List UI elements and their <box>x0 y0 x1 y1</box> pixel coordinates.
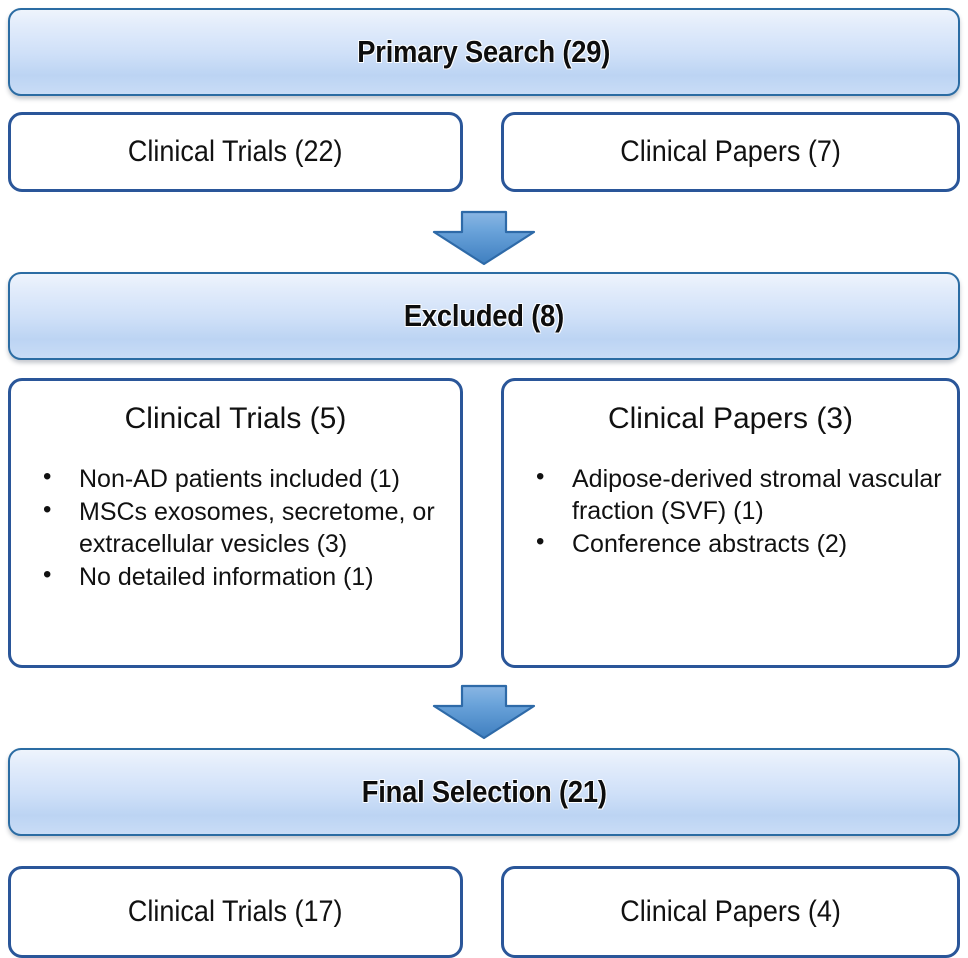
banner-excluded: Excluded (8) <box>8 272 960 360</box>
arrow-excluded-to-final-icon <box>431 684 537 740</box>
banner-final-selection: Final Selection (21) <box>8 748 960 836</box>
banner-primary-search-label: Primary Search (29) <box>357 34 611 69</box>
box-excluded-clinical-papers: Clinical Papers (3) Adipose-derived stro… <box>501 378 960 668</box>
list-item: Non-AD patients included (1) <box>23 462 460 495</box>
arrow-primary-to-excluded-icon <box>431 210 537 266</box>
list-item: Conference abstracts (2) <box>516 527 957 560</box>
box-primary-clinical-trials-label: Clinical Trials (22) <box>128 135 343 168</box>
list-item: Adipose-derived stromal vascular fractio… <box>516 462 957 527</box>
box-excluded-clinical-trials: Clinical Trials (5) Non-AD patients incl… <box>8 378 463 668</box>
list-item: MSCs exosomes, secretome, or extracellul… <box>23 495 460 560</box>
list-item: No detailed information (1) <box>23 560 460 593</box>
box-final-clinical-trials: Clinical Trials (17) <box>8 866 463 958</box>
box-excluded-clinical-trials-title: Clinical Trials (5) <box>124 402 347 435</box>
box-final-clinical-papers: Clinical Papers (4) <box>501 866 960 958</box>
banner-final-selection-label: Final Selection (21) <box>361 774 607 809</box>
box-excluded-clinical-papers-title: Clinical Papers (3) <box>607 402 854 435</box>
box-primary-clinical-papers: Clinical Papers (7) <box>501 112 960 192</box>
box-final-clinical-papers-label: Clinical Papers (4) <box>620 895 841 928</box>
banner-excluded-label: Excluded (8) <box>403 298 565 333</box>
exclusion-list-clinical-papers: Adipose-derived stromal vascular fractio… <box>504 462 957 560</box>
box-primary-clinical-trials: Clinical Trials (22) <box>8 112 463 192</box>
banner-primary-search: Primary Search (29) <box>8 8 960 96</box>
box-final-clinical-trials-label: Clinical Trials (17) <box>128 895 343 928</box>
box-primary-clinical-papers-label: Clinical Papers (7) <box>620 135 841 168</box>
exclusion-list-clinical-trials: Non-AD patients included (1) MSCs exosom… <box>11 462 460 593</box>
